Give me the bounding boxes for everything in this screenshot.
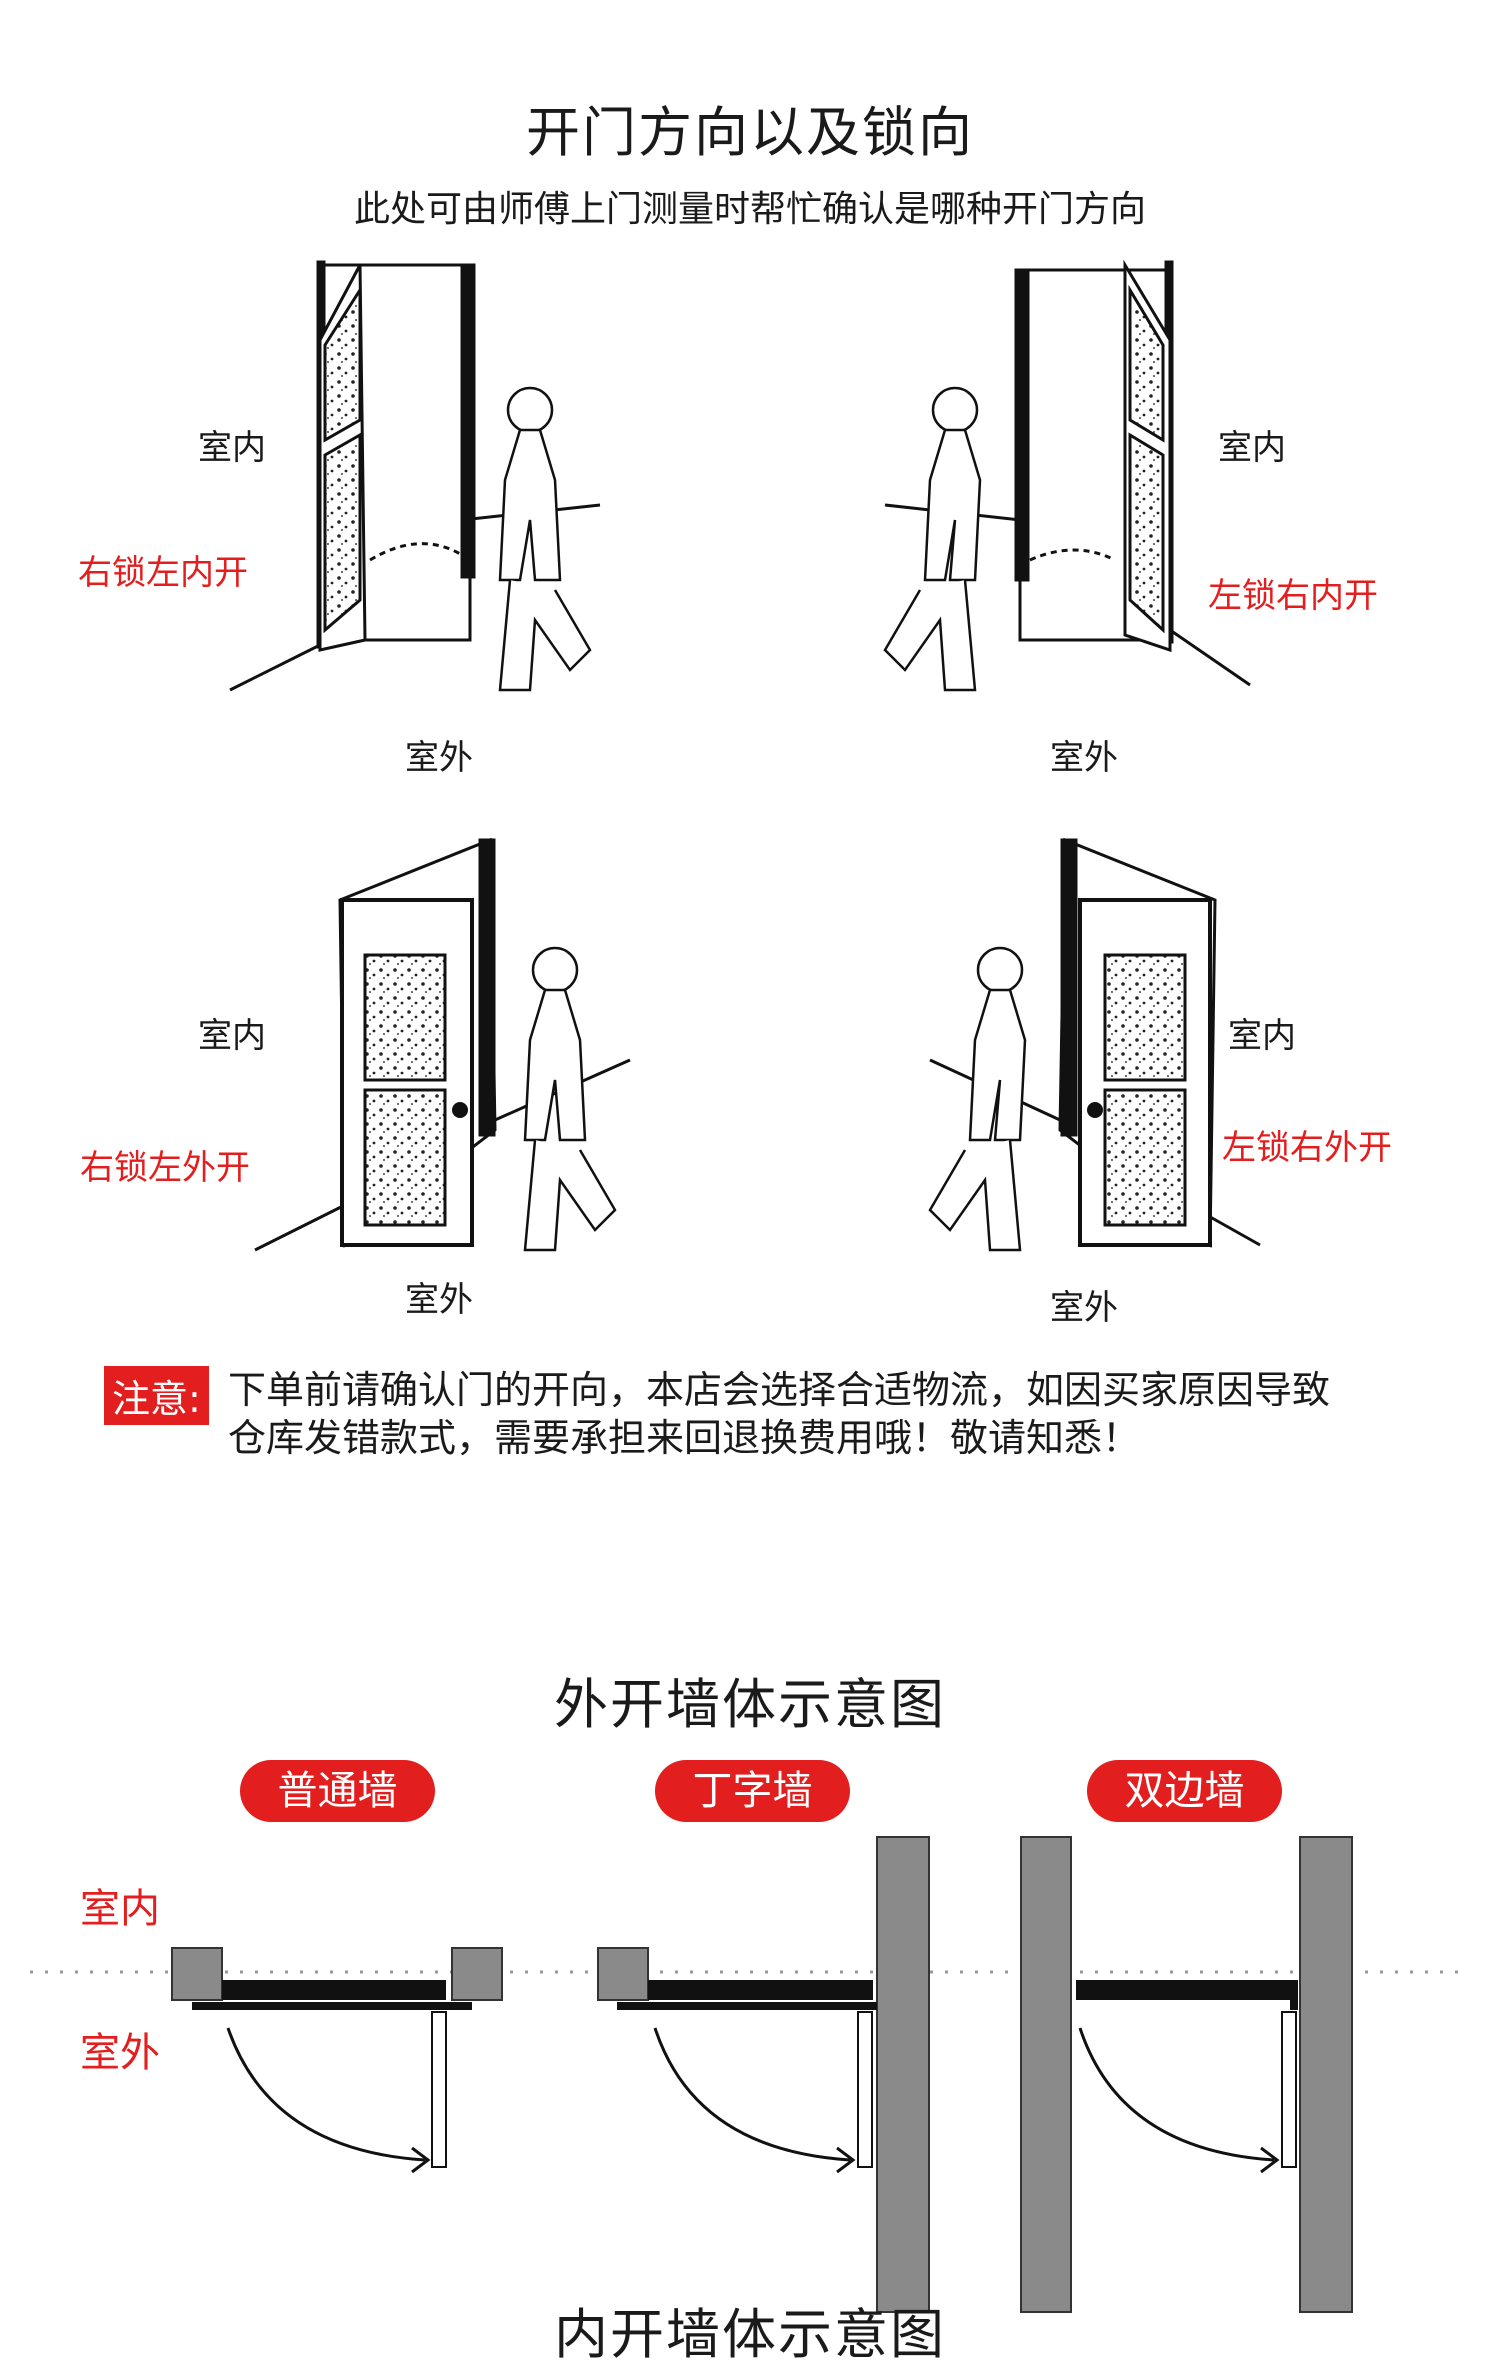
section-subtitle: 此处可由师傅上门测量时帮忙确认是哪种开门方向 — [353, 189, 1146, 230]
panel1-indoor-label: 室内 — [198, 428, 266, 468]
wall-diagram-common — [171, 1947, 503, 2174]
panel2-type-label: 左锁右内开 — [1208, 576, 1378, 616]
notice-line-2: 仓库发错款式，需要承担来回退换费用哦！敬请知悉！ — [228, 1416, 1141, 1460]
panel3-outdoor-label: 室外 — [405, 1280, 473, 1320]
section-title: 开门方向以及锁向 — [526, 101, 974, 164]
wall-diagram-t-junction — [597, 1836, 930, 2313]
notice-line-1: 下单前请确认门的开向，本店会选择合适物流，如因买家原因导致 — [228, 1368, 1331, 1412]
inward-wall-section-title: 内开墙体示意图 — [554, 2303, 946, 2366]
wall-pill-t-junction: 丁字墙 — [655, 1760, 850, 1822]
wall-pill-common: 普通墙 — [240, 1760, 435, 1822]
panel2-outdoor-label: 室外 — [1050, 738, 1118, 778]
notice-label: 注意: — [104, 1366, 209, 1425]
panel1-outdoor-label: 室外 — [405, 738, 473, 778]
panel4-outdoor-label: 室外 — [1050, 1288, 1118, 1328]
panel3-indoor-label: 室内 — [198, 1016, 266, 1056]
wall-outdoor-label: 室外 — [80, 2030, 160, 2076]
wall-pill-double: 双边墙 — [1087, 1760, 1282, 1822]
wall-section-title: 外开墙体示意图 — [554, 1673, 946, 1736]
panel4-type-label: 左锁右外开 — [1222, 1128, 1392, 1168]
panel1-type-label: 右锁左内开 — [78, 553, 248, 593]
wall-diagram-double — [1020, 1836, 1353, 2313]
panel2-indoor-label: 室内 — [1218, 428, 1286, 468]
wall-indoor-label: 室内 — [80, 1886, 160, 1932]
panel3-type-label: 右锁左外开 — [80, 1148, 250, 1188]
panel4-indoor-label: 室内 — [1228, 1016, 1296, 1056]
